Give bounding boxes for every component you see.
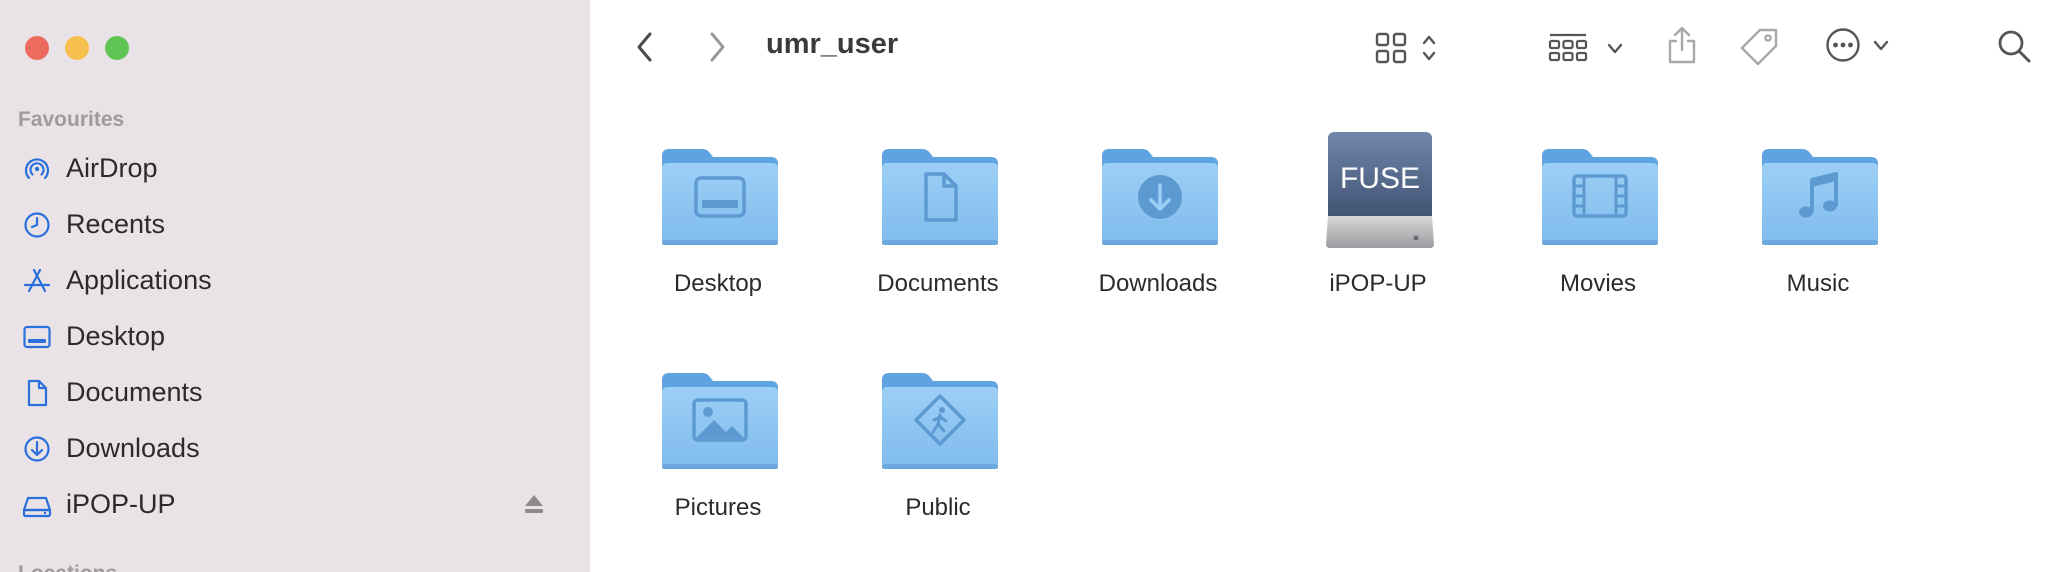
- file-label: Music: [1786, 270, 1850, 297]
- download-icon: [24, 436, 50, 462]
- group-by-button[interactable]: [1548, 28, 1628, 68]
- window-title: umr_user: [766, 28, 899, 60]
- clock-icon: [24, 212, 50, 238]
- chevron-updown-icon: [1422, 35, 1436, 61]
- share-icon[interactable]: [1664, 24, 1700, 66]
- file-item-public[interactable]: Public: [838, 354, 1038, 554]
- document-icon: [27, 379, 48, 407]
- file-item-music[interactable]: Music: [1718, 130, 1918, 330]
- more-actions-button[interactable]: [1824, 26, 1894, 66]
- zoom-window-button[interactable]: [105, 36, 129, 60]
- chevron-down-icon: [1873, 40, 1889, 51]
- file-label: Downloads: [1098, 270, 1218, 297]
- file-label: Pictures: [674, 494, 762, 521]
- sidebar-item-downloads[interactable]: Downloads: [0, 422, 590, 474]
- sidebar-item-label: Documents: [66, 377, 203, 407]
- ellipsis-circle-icon: [1826, 28, 1860, 62]
- folder-pictures-icon: [658, 354, 782, 478]
- file-label: Movies: [1559, 270, 1637, 297]
- sidebar-item-recents[interactable]: Recents: [0, 198, 590, 250]
- tag-icon[interactable]: [1738, 26, 1782, 66]
- desktop-icon: [23, 325, 51, 349]
- folder-music-icon: [1758, 130, 1882, 254]
- sidebar-item-documents[interactable]: Documents: [0, 366, 590, 418]
- chevron-down-icon: [1607, 43, 1623, 54]
- main-content: umr_user: [590, 0, 2052, 572]
- minimize-window-button[interactable]: [65, 36, 89, 60]
- folder-movies-icon: [1538, 130, 1662, 254]
- file-item-documents[interactable]: Documents: [838, 130, 1038, 330]
- folder-downloads-icon: [1098, 130, 1222, 254]
- sidebar-item-label: Applications: [66, 265, 212, 295]
- sidebar-item-ipop-up[interactable]: iPOP-UP: [0, 478, 590, 530]
- file-label: Public: [905, 494, 971, 521]
- sidebar-item-label: Recents: [66, 209, 166, 239]
- folder-documents-icon: [878, 130, 1002, 254]
- folder-public-icon: [878, 354, 1002, 478]
- forward-button[interactable]: [706, 30, 728, 64]
- view-mode-button[interactable]: [1374, 28, 1454, 68]
- file-item-ipop-up[interactable]: FUSE iPOP-UP: [1278, 130, 1478, 330]
- file-label: Documents: [877, 270, 999, 297]
- sidebar-item-label: Desktop: [66, 321, 166, 351]
- close-window-button[interactable]: [25, 36, 49, 60]
- folder-desktop-icon: [658, 130, 782, 254]
- sidebar-item-desktop[interactable]: Desktop: [0, 310, 590, 362]
- file-item-desktop[interactable]: Desktop: [618, 130, 818, 330]
- file-item-pictures[interactable]: Pictures: [618, 354, 818, 554]
- grid-view-icon: [1375, 32, 1407, 64]
- eject-icon[interactable]: [523, 492, 545, 516]
- sidebar: Favourites AirDrop Recents Applicat: [0, 0, 590, 572]
- back-button[interactable]: [634, 30, 656, 64]
- sidebar-item-label: Downloads: [66, 433, 200, 463]
- sidebar-section-locations: Locations: [18, 562, 117, 572]
- fuse-drive-icon: FUSE: [1326, 132, 1434, 248]
- file-item-movies[interactable]: Movies: [1498, 130, 1698, 330]
- sidebar-item-applications[interactable]: Applications: [0, 254, 590, 306]
- drive-icon: [22, 496, 52, 518]
- file-label: Desktop: [673, 270, 763, 297]
- search-icon[interactable]: [1996, 28, 2034, 66]
- sidebar-item-label: AirDrop: [66, 153, 158, 183]
- applications-icon: [23, 268, 51, 293]
- airdrop-icon: [24, 158, 50, 180]
- drive-label-text: FUSE: [1340, 162, 1420, 195]
- sidebar-item-airdrop[interactable]: AirDrop: [0, 142, 590, 194]
- file-item-downloads[interactable]: Downloads: [1058, 130, 1258, 330]
- sidebar-section-favourites: Favourites: [18, 108, 125, 131]
- file-label: iPOP-UP: [1329, 270, 1427, 297]
- sidebar-item-label: iPOP-UP: [66, 489, 176, 519]
- group-grid-icon: [1548, 33, 1588, 62]
